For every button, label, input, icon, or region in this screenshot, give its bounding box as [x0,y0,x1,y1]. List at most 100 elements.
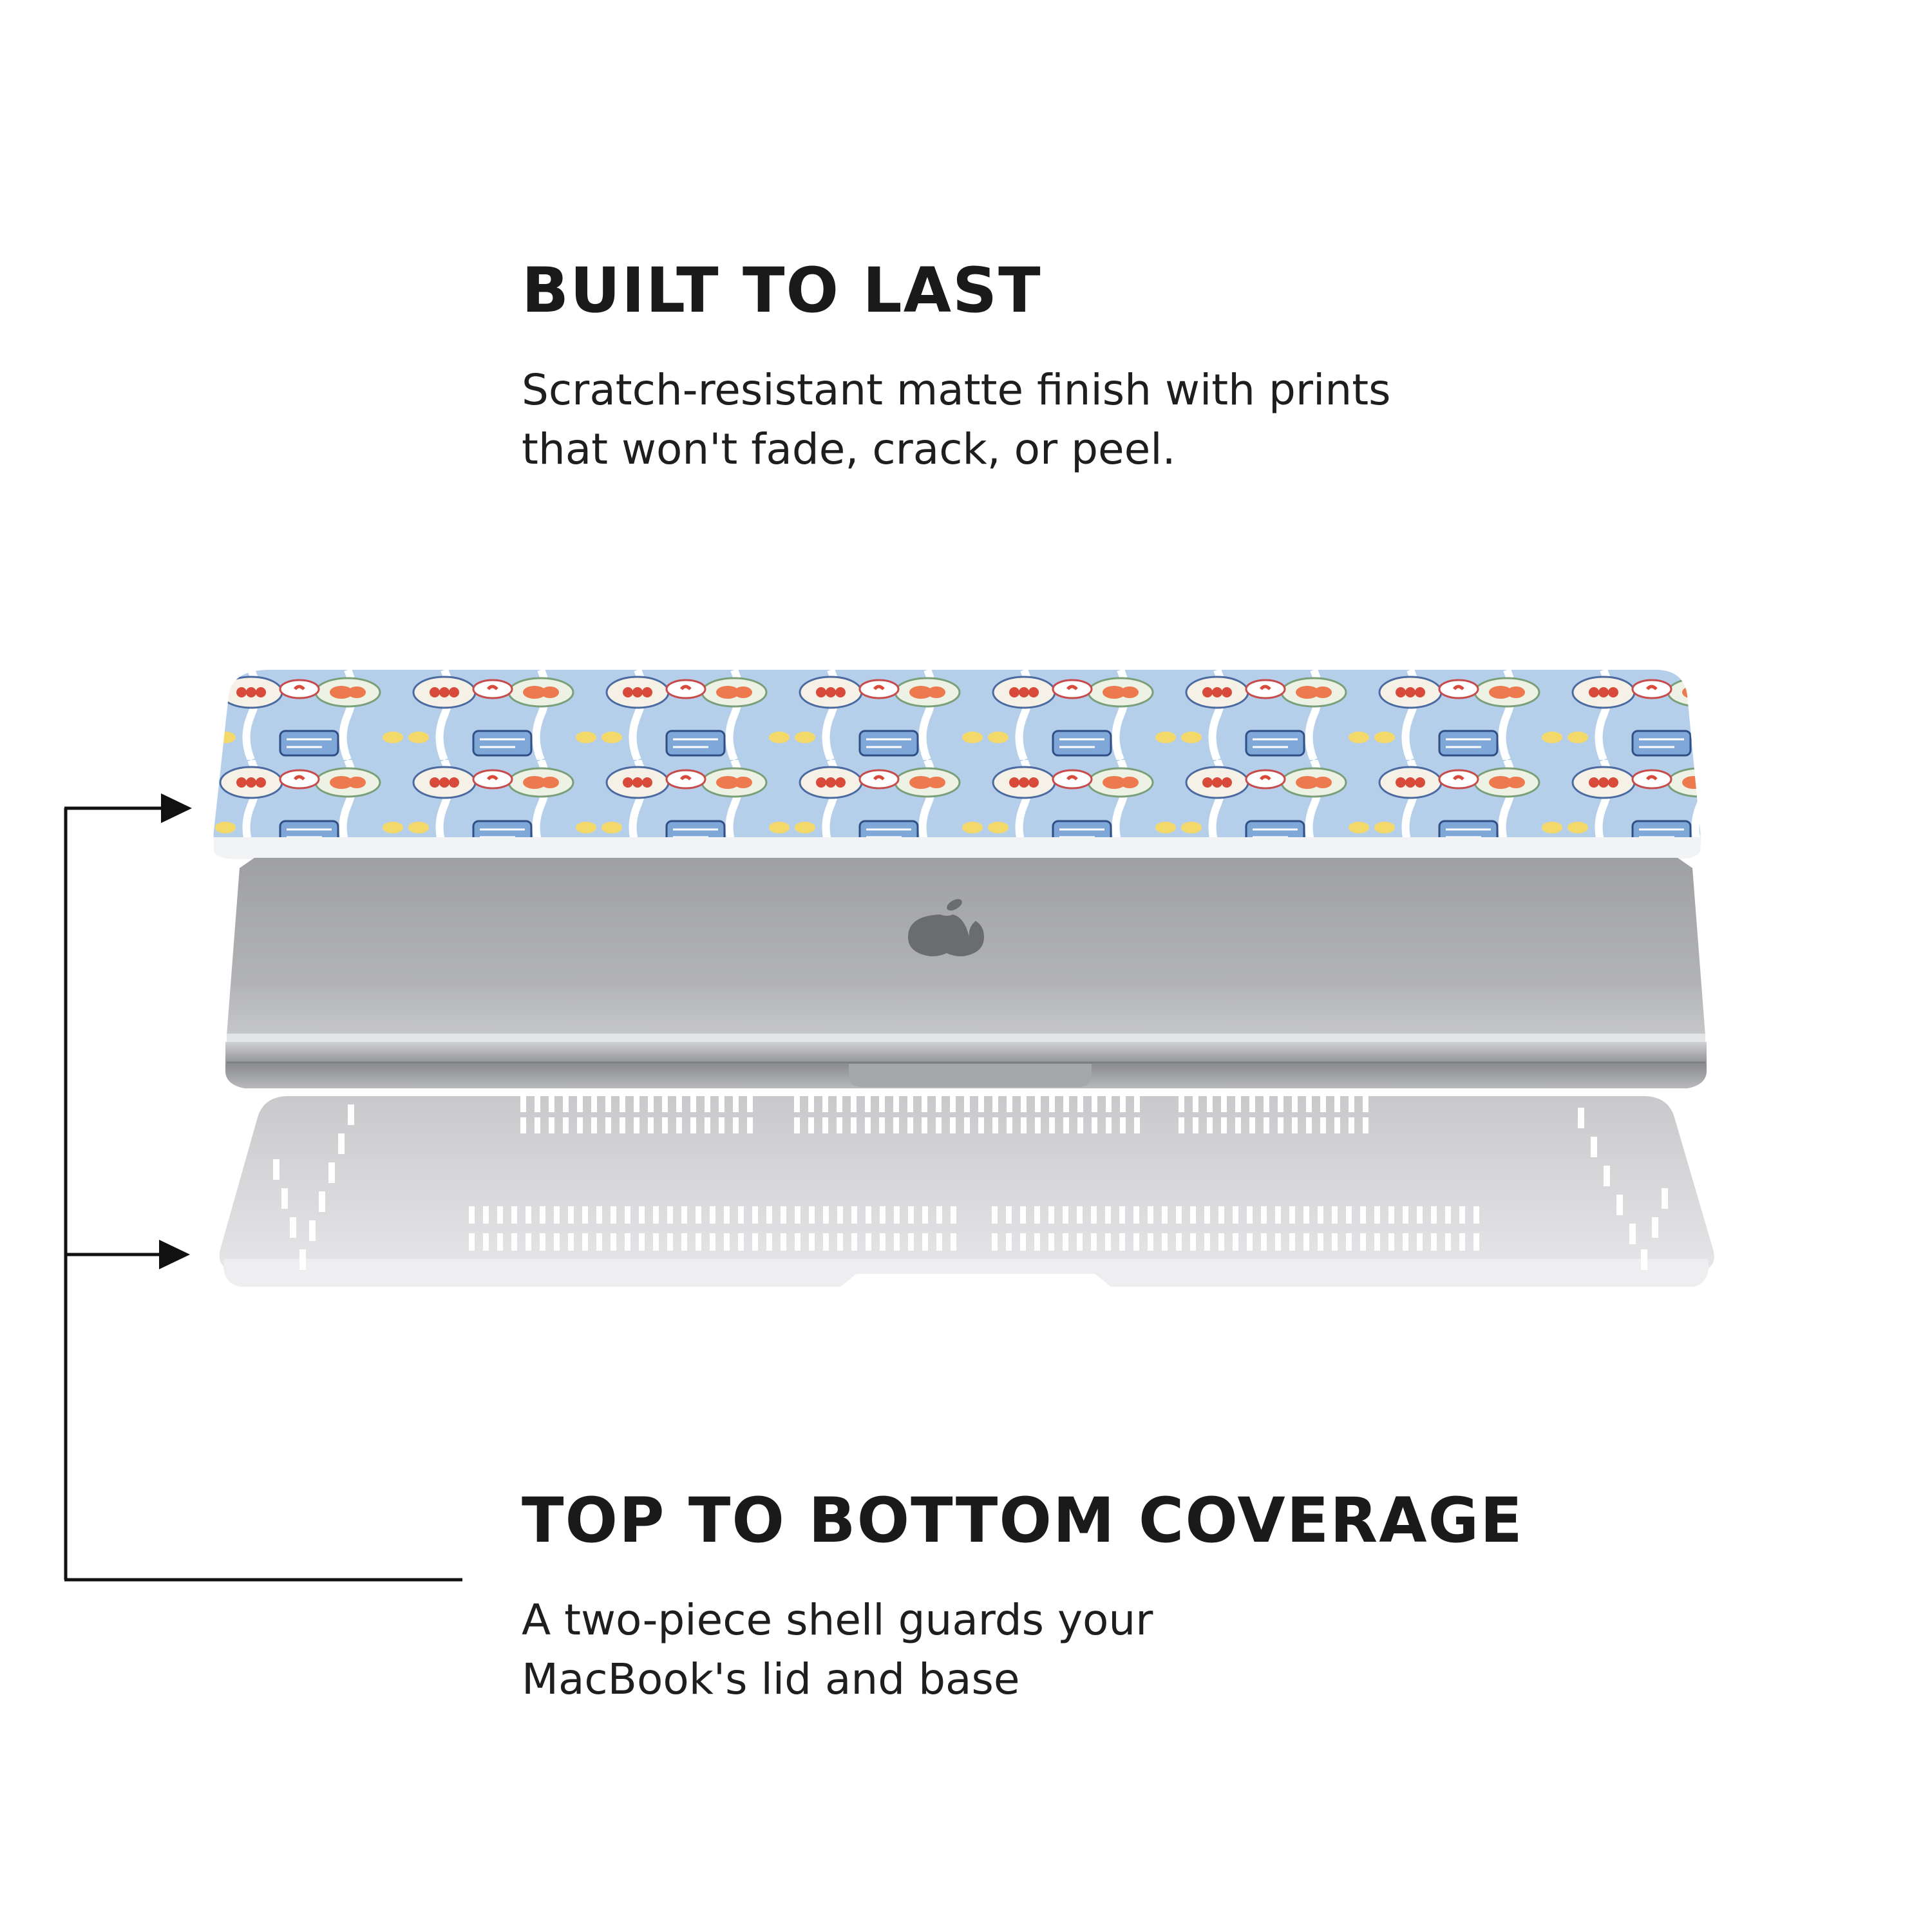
vent-slot [1403,1233,1408,1251]
vent-slot [676,1117,682,1133]
vent-slot [1190,1206,1196,1224]
vent-slot [1249,1093,1255,1112]
vent-slot [705,1117,710,1133]
vent-slot [1445,1233,1451,1251]
vent-slot [690,1093,696,1112]
vent-slot [1091,1233,1097,1251]
vent-slot [681,1206,687,1224]
vent-slot [1235,1093,1241,1112]
vent-slot [1431,1233,1437,1251]
vent-slot [1063,1093,1069,1112]
vent-slot [738,1233,744,1251]
vent-slot [1063,1233,1068,1251]
vent-slot [978,1093,984,1112]
vent-slot [1261,1206,1267,1224]
vent-slot [648,1093,654,1112]
vent-slot [549,1093,554,1112]
vent-slot [554,1233,560,1251]
vent-slot [591,1117,597,1133]
vent-slot [1148,1206,1153,1224]
vent-slot [950,1093,956,1112]
vent-slot [1176,1206,1182,1224]
vent-slot [809,1206,815,1224]
vent-slot [1007,1117,1012,1133]
vent-slot [1148,1233,1153,1251]
description-built-to-last: Scratch-resistant matte finish with prin… [522,361,1390,479]
vent-slot [483,1233,489,1251]
vent-slot [1021,1093,1027,1112]
vent-slot [1120,1117,1126,1133]
vent-slot [865,1093,871,1112]
vent-slot [710,1206,715,1224]
vent-slot [1275,1233,1281,1251]
vent-slot [540,1206,545,1224]
vent-slot [1334,1117,1340,1133]
vent-slot [922,1117,927,1133]
vent-slot [894,1233,900,1251]
vent-slot [1292,1117,1298,1133]
vent-slot [851,1233,857,1251]
vent-slot [705,1093,710,1112]
vent-slot [1020,1233,1026,1251]
vent-slot [992,1117,998,1133]
vent-slot [1021,1117,1027,1133]
vent-slot [866,1233,871,1251]
vent-slot [662,1093,668,1112]
vent-slot [809,1233,815,1251]
vent-slot [526,1206,531,1224]
vent-slot [1363,1117,1368,1133]
vent-slot [1162,1233,1168,1251]
vent-slot [1604,1166,1610,1186]
vent-slot [563,1093,569,1112]
vent-slot [719,1093,724,1112]
vent-slot [719,1117,724,1133]
vent-slot [591,1093,597,1112]
vent-slot [1445,1206,1451,1224]
vent-slot [1134,1117,1140,1133]
vent-slot [893,1093,899,1112]
vent-slot [497,1233,503,1251]
vent-slot [1218,1206,1224,1224]
vent-slot [1363,1093,1368,1112]
vent-slot [1207,1117,1213,1133]
heading-built-to-last: BUILT TO LAST [522,254,1042,327]
vent-slot [866,1206,871,1224]
vent-slot [822,1093,828,1112]
vent-slot [837,1206,843,1224]
vent-slot [1360,1233,1366,1251]
vent-slot [1346,1206,1352,1224]
vent-slot [1374,1206,1380,1224]
vent-slot [894,1206,900,1224]
vent-slot [540,1233,545,1251]
vent-slot [281,1188,288,1209]
vent-slot [620,1093,625,1112]
vent-slot [1417,1233,1423,1251]
vent-slot [837,1093,842,1112]
vent-slot [1247,1233,1253,1251]
vent-slot [605,1117,611,1133]
vent-slot [907,1093,913,1112]
vent-slot [1063,1206,1068,1224]
vent-slot [625,1233,630,1251]
vent-slot [526,1233,531,1251]
vent-slot [596,1233,602,1251]
vent-slot [634,1117,639,1133]
vent-slot [964,1093,970,1112]
vent-slot [795,1206,800,1224]
vent-slot [1221,1117,1227,1133]
vent-slot [1218,1233,1224,1251]
vent-slot [747,1093,753,1112]
vent-slot [992,1233,998,1251]
vent-slot [1629,1224,1636,1244]
vent-slot [1388,1206,1394,1224]
vent-slot [577,1093,583,1112]
vent-slot [1346,1233,1352,1251]
vent-slot [1221,1093,1227,1112]
vent-slot [1049,1117,1055,1133]
heading-top-to-bottom-coverage: TOP TO BOTTOM COVERAGE [522,1484,1524,1557]
vent-slot [1578,1108,1584,1128]
vent-slot [611,1233,616,1251]
vent-slot [1077,1233,1083,1251]
vent-slot [319,1191,325,1212]
vent-slot [1120,1093,1126,1112]
